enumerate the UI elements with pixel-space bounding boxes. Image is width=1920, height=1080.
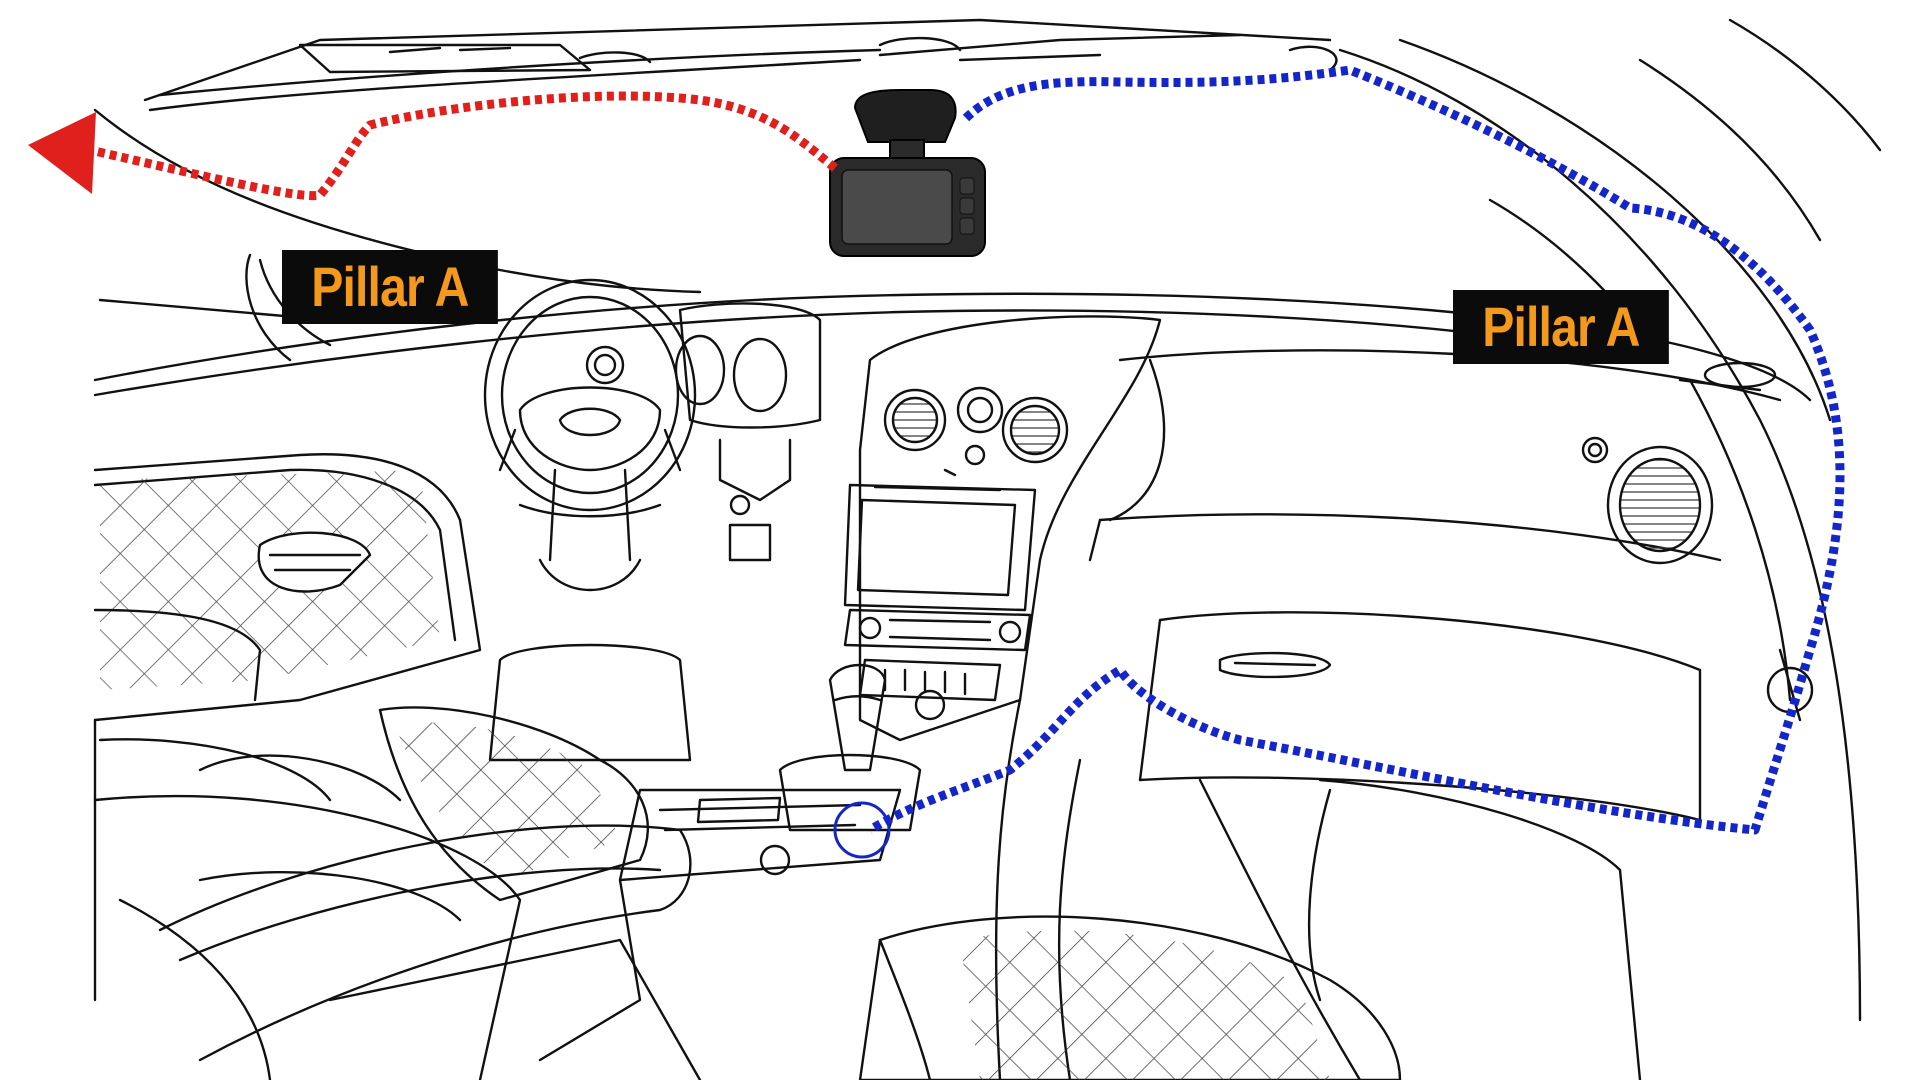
passenger-seat (858, 915, 1402, 1080)
dashcam (829, 89, 986, 257)
blue-cable-route (867, 65, 1845, 835)
pillar-a-label-left: Pillar A (282, 250, 498, 324)
cable-routes (28, 65, 1845, 859)
rear-view-mirror (878, 36, 962, 52)
left-door-panel (93, 453, 482, 1002)
center-console (538, 663, 922, 1062)
center-stack (843, 315, 1162, 742)
armrest (158, 824, 702, 1080)
pillar-a-label-right: Pillar A (1453, 290, 1669, 364)
instrument-cluster (585, 302, 822, 562)
dashcam-screen (841, 169, 953, 245)
car-line-art (93, 18, 1882, 1080)
roof-headliner (143, 18, 1338, 112)
dashcam-button-3 (959, 217, 975, 235)
dashcam-button-2 (959, 197, 975, 215)
dashcam-mount (853, 89, 957, 143)
dashcam-button-1 (959, 177, 975, 195)
steering-wheel (483, 278, 697, 762)
power-socket-marker (833, 801, 891, 859)
red-cable-route (89, 91, 838, 201)
driver-seat (93, 706, 650, 1080)
passenger-dashboard (1088, 349, 1782, 565)
red-arrowhead (28, 112, 96, 194)
